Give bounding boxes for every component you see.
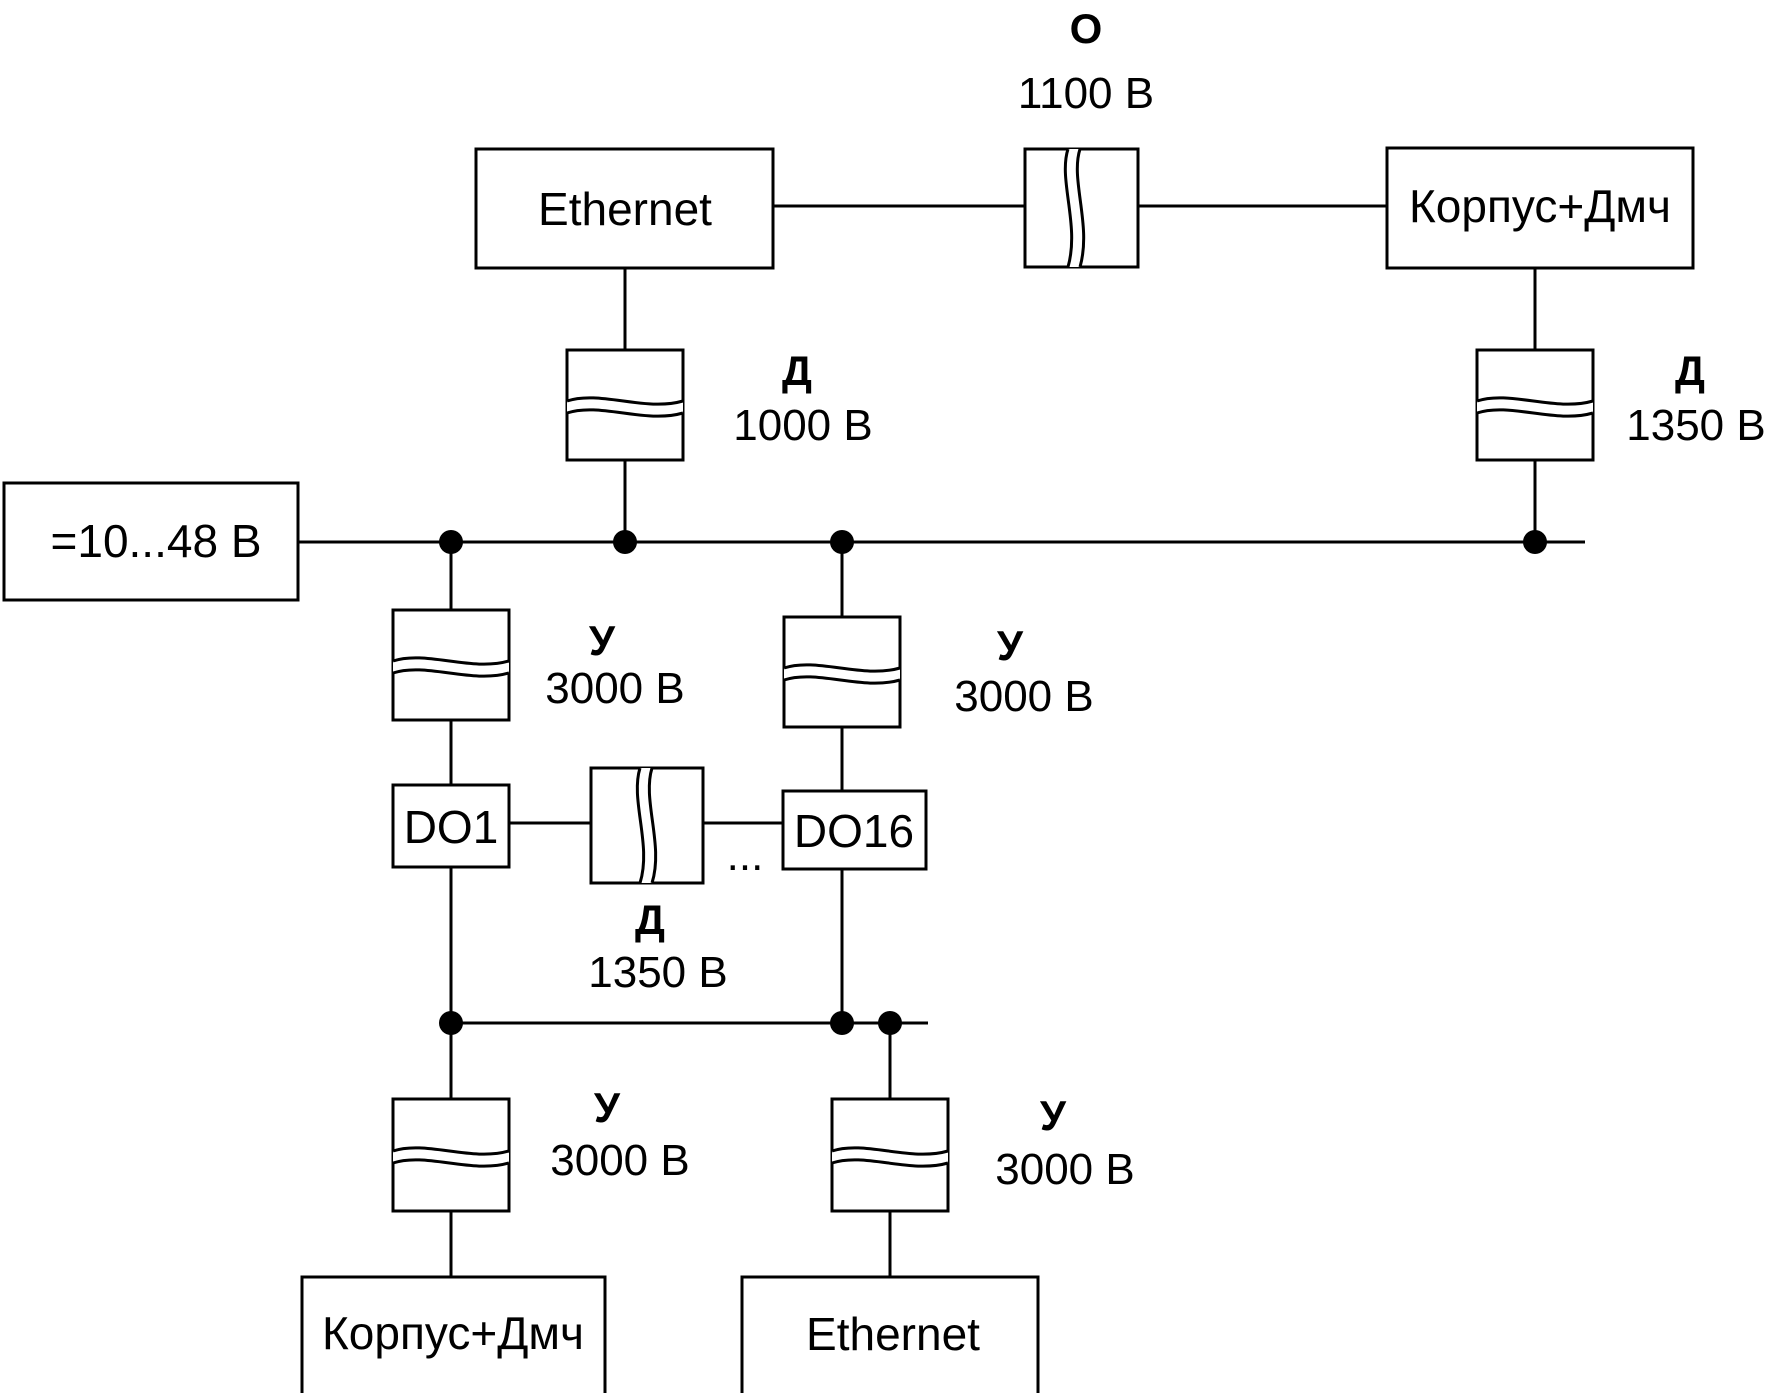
junctions (439, 530, 1547, 1035)
label-case-d: Д 1350 В (1626, 347, 1765, 450)
insulator-do16-y-symbol (782, 615, 902, 729)
label-top-o: О 1100 В (1018, 5, 1154, 118)
block-power-supply: =10...48 В (2, 481, 300, 602)
insulation-code: Д (1675, 347, 1705, 394)
insulation-voltage: 1000 В (733, 401, 872, 450)
insulation-code: У (594, 1084, 621, 1131)
ellipsis-label: ... (727, 831, 764, 880)
block-label: Ethernet (806, 1308, 980, 1360)
block-case-top: Корпус+Дмч (1385, 146, 1695, 270)
label-do16-y: У 3000 В (954, 622, 1093, 721)
block-case-bottom: Корпус+Дмч (300, 1275, 607, 1393)
label-eth-bottom-y: У 3000 В (995, 1092, 1134, 1194)
insulation-voltage: 3000 В (995, 1145, 1134, 1194)
insulator-do1-y-symbol (391, 608, 511, 722)
label-case-bottom-y: У 3000 В (550, 1084, 689, 1185)
junction-dot (439, 1011, 463, 1035)
label-eth-d: Д 1000 В (733, 347, 872, 450)
insulation-code: О (1070, 5, 1103, 52)
insulation-code: Д (635, 896, 665, 943)
insulation-voltage: 3000 В (545, 664, 684, 713)
insulation-code: Д (782, 347, 812, 394)
insulation-voltage: 3000 В (550, 1136, 689, 1185)
insulator-case-d-symbol (1475, 348, 1595, 462)
block-do16: DO16 (781, 789, 928, 871)
insulation-voltage: 3000 В (954, 672, 1093, 721)
insulator-eth-bottom-y-symbol (830, 1097, 950, 1213)
block-ethernet-bottom: Ethernet (740, 1275, 1040, 1393)
block-label: =10...48 В (51, 515, 262, 567)
block-label: DO1 (404, 801, 499, 853)
insulation-voltage: 1350 В (588, 948, 727, 997)
insulator-case-bottom-y-symbol (391, 1097, 511, 1213)
insulation-code: У (997, 622, 1024, 669)
junction-dot (878, 1011, 902, 1035)
junction-dot (830, 1011, 854, 1035)
insulator-top-o-symbol (1023, 147, 1140, 269)
block-do1: DO1 (391, 783, 511, 869)
block-label: Ethernet (538, 183, 712, 235)
block-ethernet-top: Ethernet (474, 147, 775, 270)
block-label: DO16 (794, 805, 914, 857)
junction-dot (1523, 530, 1547, 554)
insulation-voltage: 1100 В (1018, 69, 1154, 118)
insulation-voltage: 1350 В (1626, 401, 1765, 450)
junction-dot (439, 530, 463, 554)
label-do-d: Д 1350 В (588, 896, 727, 997)
block-label: Корпус+Дмч (1409, 180, 1671, 232)
insulator-eth-d-symbol (565, 348, 685, 462)
junction-dot (830, 530, 854, 554)
block-label: Корпус+Дмч (322, 1307, 584, 1359)
insulation-code: У (589, 617, 616, 664)
junction-dot (613, 530, 637, 554)
insulator-do-d-symbol (589, 766, 705, 885)
label-do1-y: У 3000 В (545, 617, 684, 713)
wires (298, 204, 1585, 1277)
insulation-code: У (1040, 1092, 1067, 1139)
